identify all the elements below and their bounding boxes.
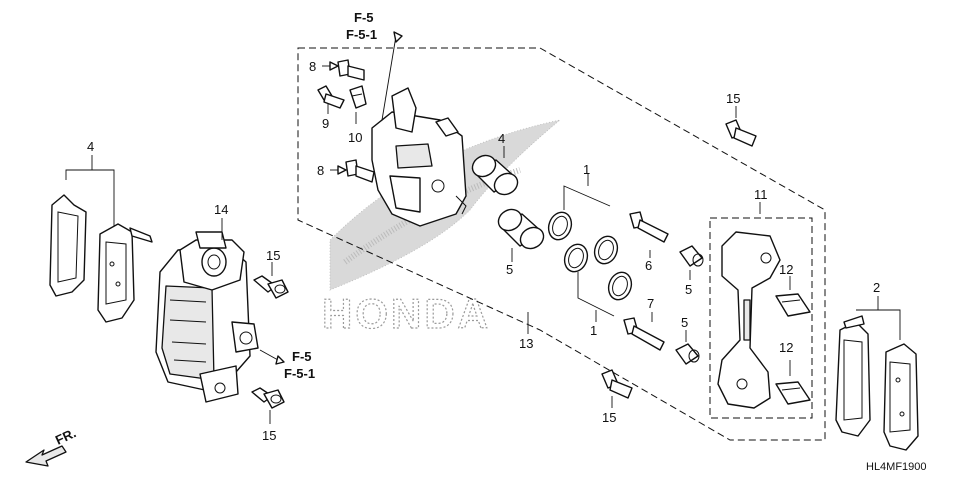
caliper-housing-mount — [391, 87, 417, 133]
callout-15-lower-left: 15 — [262, 428, 276, 443]
slide-pin-lower — [623, 317, 665, 351]
callout-4-upper: 4 — [498, 131, 505, 146]
reference-mid-line1: F-5 — [292, 349, 312, 364]
piston-seal-set-lower — [563, 243, 633, 301]
caliper-bracket — [717, 231, 781, 409]
callout-11: 11 — [754, 187, 768, 202]
callout-15-lower-middle: 15 — [602, 410, 616, 425]
bracket-bolt-lower — [601, 369, 633, 399]
caliper-piston-boss — [201, 247, 227, 277]
caliper-bolt-upper — [253, 275, 289, 299]
callout-15-upper-right: 15 — [726, 91, 740, 106]
brake-pad-right-b — [883, 343, 919, 451]
bracket-assembly-boundary — [709, 217, 813, 419]
bleeder-cap — [349, 85, 367, 109]
housing-bolt-upper — [337, 59, 365, 81]
caliper-side-boss — [231, 321, 259, 353]
callout-7: 7 — [647, 296, 654, 311]
caliper-bleeder-mount — [195, 231, 227, 249]
front-arrow-label: FR. — [53, 425, 78, 447]
callout-3: 4 — [87, 139, 94, 154]
callout-1-upper: 1 — [583, 162, 590, 177]
pad-spring-clip-right — [843, 315, 865, 329]
brake-pad-set-left — [49, 194, 153, 323]
pad-retainer-lower — [775, 381, 811, 405]
callout-5-upper: 5 — [685, 282, 692, 297]
slide-pin-upper — [629, 211, 669, 243]
bracket-bolt-upper — [725, 119, 757, 147]
callout-15-upper-left: 15 — [266, 248, 280, 263]
caliper-assembly-boundary — [297, 47, 826, 441]
callout-5-lower: 5 — [681, 315, 688, 330]
callout-8-upper: 8 — [309, 59, 316, 74]
caliper-housing-window — [395, 143, 433, 169]
reference-top-line1: F-5 — [354, 10, 374, 25]
diagram-code: HL4MF1900 — [866, 461, 927, 473]
callout-9: 9 — [322, 116, 329, 131]
callout-10: 10 — [348, 130, 362, 145]
reference-top-line2: F-5-1 — [346, 27, 377, 42]
pad-retainer-upper — [775, 293, 811, 317]
callout-2: 2 — [873, 280, 880, 295]
piston-seal-set-upper — [547, 211, 619, 265]
housing-bolt-lower — [345, 159, 375, 183]
caliper-housing-exploded — [371, 87, 467, 227]
caliper-body-face — [161, 285, 215, 381]
callout-12-lower: 12 — [779, 340, 793, 355]
caliper-piston-lower — [497, 208, 545, 250]
pin-boot-lower — [675, 343, 700, 365]
brake-pad-left-a — [49, 194, 87, 297]
callout-6: 6 — [645, 258, 652, 273]
callout-1-lower: 1 — [590, 323, 597, 338]
callout-4-lower: 5 — [506, 262, 513, 277]
reference-mid-line2: F-5-1 — [284, 366, 315, 381]
pin-boot-upper — [679, 245, 704, 267]
front-brake-caliper-assembly — [155, 231, 259, 403]
callout-14: 14 — [214, 202, 228, 217]
caliper-lower-mount — [199, 365, 239, 403]
brake-pad-left-b — [97, 223, 135, 323]
bleeder-screw — [317, 85, 345, 109]
callout-8-lower: 8 — [317, 163, 324, 178]
callout-13: 13 — [519, 336, 533, 351]
watermark-text: HONDA — [322, 290, 491, 337]
brake-pad-set-right — [835, 315, 919, 451]
caliper-piston-upper — [471, 154, 519, 196]
pad-spring-clip-left — [129, 227, 153, 243]
front-direction-arrow: FR. — [25, 425, 78, 467]
caliper-bolt-lower — [251, 387, 285, 409]
callout-12-upper: 12 — [779, 262, 793, 277]
